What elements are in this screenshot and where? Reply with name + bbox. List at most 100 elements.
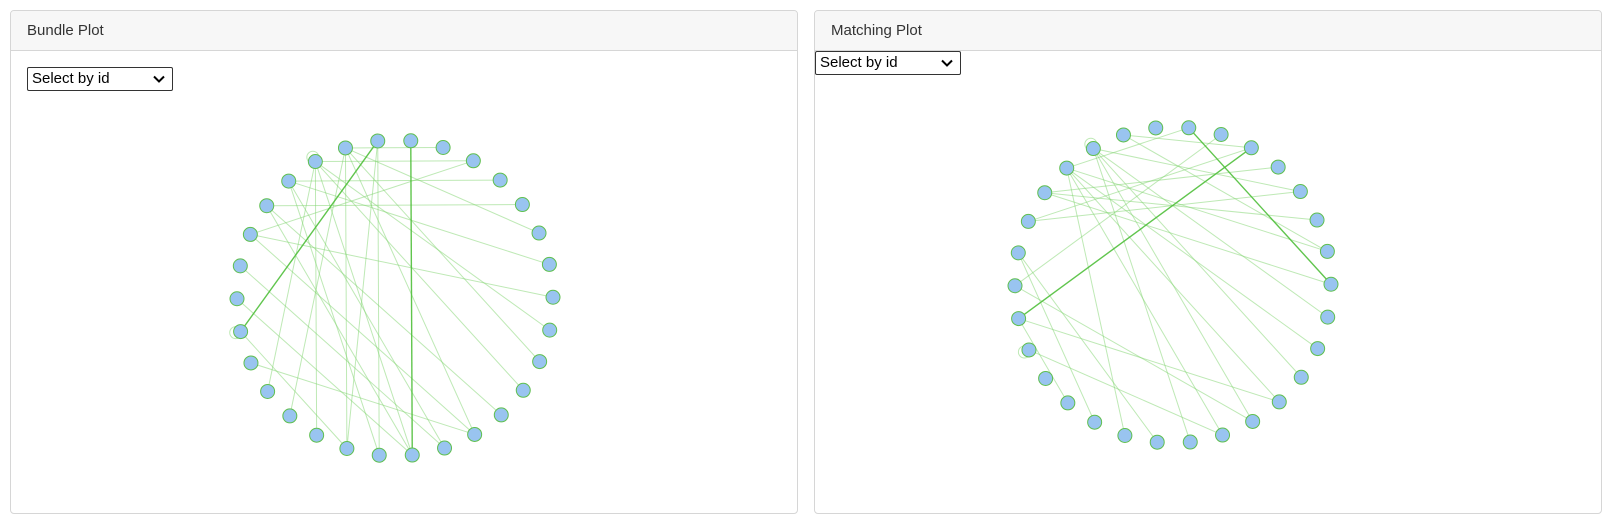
graph-edge <box>346 140 379 449</box>
graph-node <box>1181 120 1197 136</box>
graph-node <box>370 133 386 149</box>
graph-node <box>1292 184 1308 200</box>
graph-edge <box>1028 349 1223 436</box>
graph-node <box>1323 276 1339 292</box>
graph-edges <box>229 140 554 456</box>
graph-edge <box>1066 167 1223 436</box>
graph-node <box>1021 342 1037 358</box>
graph-node <box>1059 160 1075 176</box>
graph-node <box>1293 369 1309 385</box>
graph-edge <box>266 205 413 456</box>
graph-edge <box>314 161 318 436</box>
graph-node <box>545 289 561 305</box>
graph-node <box>339 440 355 456</box>
graph-node <box>515 382 531 398</box>
graph-node <box>1213 127 1229 143</box>
graph-node <box>371 447 387 463</box>
graph-node <box>233 324 249 340</box>
graph-node <box>1037 185 1053 201</box>
graph-edge <box>1092 148 1302 378</box>
graph-edge <box>315 160 474 163</box>
graph-node <box>1007 278 1023 294</box>
graph-edge <box>267 161 316 392</box>
graph-node <box>242 226 258 242</box>
graph-edges <box>1014 127 1332 443</box>
graph-node <box>467 426 483 442</box>
graph-node <box>1010 245 1026 261</box>
graph-node <box>1271 394 1287 410</box>
graph-node <box>1309 212 1325 228</box>
graph-edge <box>288 180 445 449</box>
bundle-plot-panel: Bundle Plot Select by id <box>10 10 798 514</box>
graph-edge <box>250 234 475 435</box>
graph-edge <box>250 362 475 435</box>
graph-node <box>281 173 297 189</box>
graph-edge <box>240 140 379 332</box>
graph-node <box>465 153 481 169</box>
matching-plot-title: Matching Plot <box>815 11 1601 51</box>
graph-edge <box>1014 134 1222 287</box>
graph-node <box>1319 243 1335 259</box>
graph-edge <box>1017 252 1096 423</box>
graph-edge <box>1066 127 1189 169</box>
matching-graph <box>1007 120 1339 450</box>
graph-node <box>1117 427 1133 443</box>
graph-node <box>493 407 509 423</box>
graph-node <box>309 427 325 443</box>
graph-node <box>1310 341 1326 357</box>
graph-node <box>403 133 419 149</box>
chevron-down-icon <box>941 59 953 67</box>
graph-edge <box>236 298 413 456</box>
select-value: Select by id <box>820 54 898 71</box>
graph-node <box>1149 434 1165 450</box>
graph-node <box>542 322 558 338</box>
matching-plot-panel: Matching Plot Select by id <box>814 10 1602 514</box>
graph-edge <box>266 204 523 207</box>
graph-edge <box>1017 252 1158 443</box>
graph-edge <box>344 147 348 449</box>
graph-node <box>282 408 298 424</box>
graph-edge <box>1018 318 1280 403</box>
graph-edge <box>377 140 380 456</box>
graph-node <box>1320 309 1336 325</box>
graph-node <box>1148 120 1164 136</box>
graph-edge <box>1093 148 1301 193</box>
graph-node <box>1270 159 1286 175</box>
graph-edge <box>1092 148 1254 422</box>
graph-edge <box>1028 147 1252 222</box>
graph-edge <box>1018 147 1252 320</box>
graph-edge <box>288 179 501 182</box>
graph-edge <box>288 180 550 265</box>
graph-node <box>1085 141 1101 157</box>
graph-edge <box>314 161 524 391</box>
graph-edge <box>1066 167 1318 349</box>
graph-node <box>259 198 275 214</box>
graph-edge <box>315 161 550 331</box>
graph-node <box>1245 413 1261 429</box>
graph-edge <box>1123 134 1252 149</box>
graph-node <box>492 172 508 188</box>
graph-node <box>1243 140 1259 156</box>
graph-node <box>435 140 451 156</box>
graph-edge <box>1092 148 1191 443</box>
graph-node <box>229 291 245 307</box>
graph-edge <box>1066 167 1126 436</box>
graph-node <box>1215 427 1231 443</box>
bundle-select-by-id[interactable]: Select by id <box>27 67 173 91</box>
graph-edge <box>1123 134 1328 252</box>
graph-node <box>437 440 453 456</box>
graph-edge <box>239 265 445 449</box>
graph-node <box>1087 414 1103 430</box>
bundle-plot-title: Bundle Plot <box>11 11 797 51</box>
graph-node <box>1060 395 1076 411</box>
graph-edge <box>1018 318 1069 404</box>
graph-node <box>232 258 248 274</box>
graph-edge <box>1093 148 1328 318</box>
matching-select-by-id[interactable]: Select by id <box>815 51 961 75</box>
select-value: Select by id <box>32 70 110 87</box>
graph-edge <box>410 140 413 456</box>
graph-node <box>1020 213 1036 229</box>
graph-node <box>531 225 547 241</box>
graph-edge <box>1044 166 1279 194</box>
graph-edge <box>288 180 380 456</box>
